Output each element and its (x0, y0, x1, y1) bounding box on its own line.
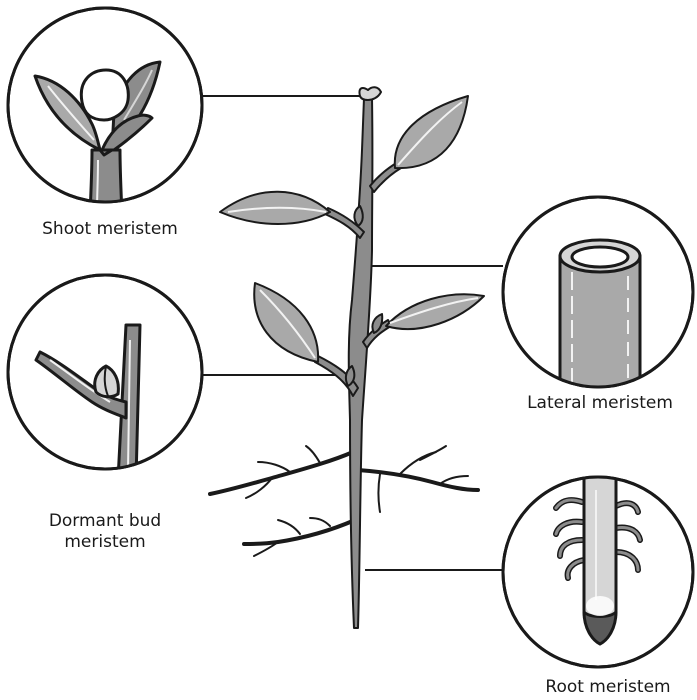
lateral-meristem-inset (503, 197, 693, 400)
label-shoot-meristem: Shoot meristem (25, 219, 195, 240)
lateral-stem-core (572, 247, 628, 267)
label-dormant-bud-meristem: Dormant bud meristem (30, 511, 180, 553)
dormant-bud-inset (8, 275, 202, 480)
label-root-meristem: Root meristem (525, 677, 691, 698)
root-tip-zone (586, 596, 614, 616)
roots (210, 446, 478, 556)
root-meristem-inset (503, 470, 693, 667)
stem (349, 98, 373, 628)
shoot-apex-bud (81, 70, 128, 120)
bud-upper (354, 206, 362, 226)
label-dormant-line2: meristem (30, 532, 180, 553)
label-lateral-meristem: Lateral meristem (510, 393, 690, 414)
plant (210, 87, 484, 628)
label-dormant-line1: Dormant bud (30, 511, 180, 532)
shoot-stem (90, 150, 122, 215)
shoot-apex (359, 87, 381, 100)
shoot-meristem-inset (8, 8, 202, 215)
